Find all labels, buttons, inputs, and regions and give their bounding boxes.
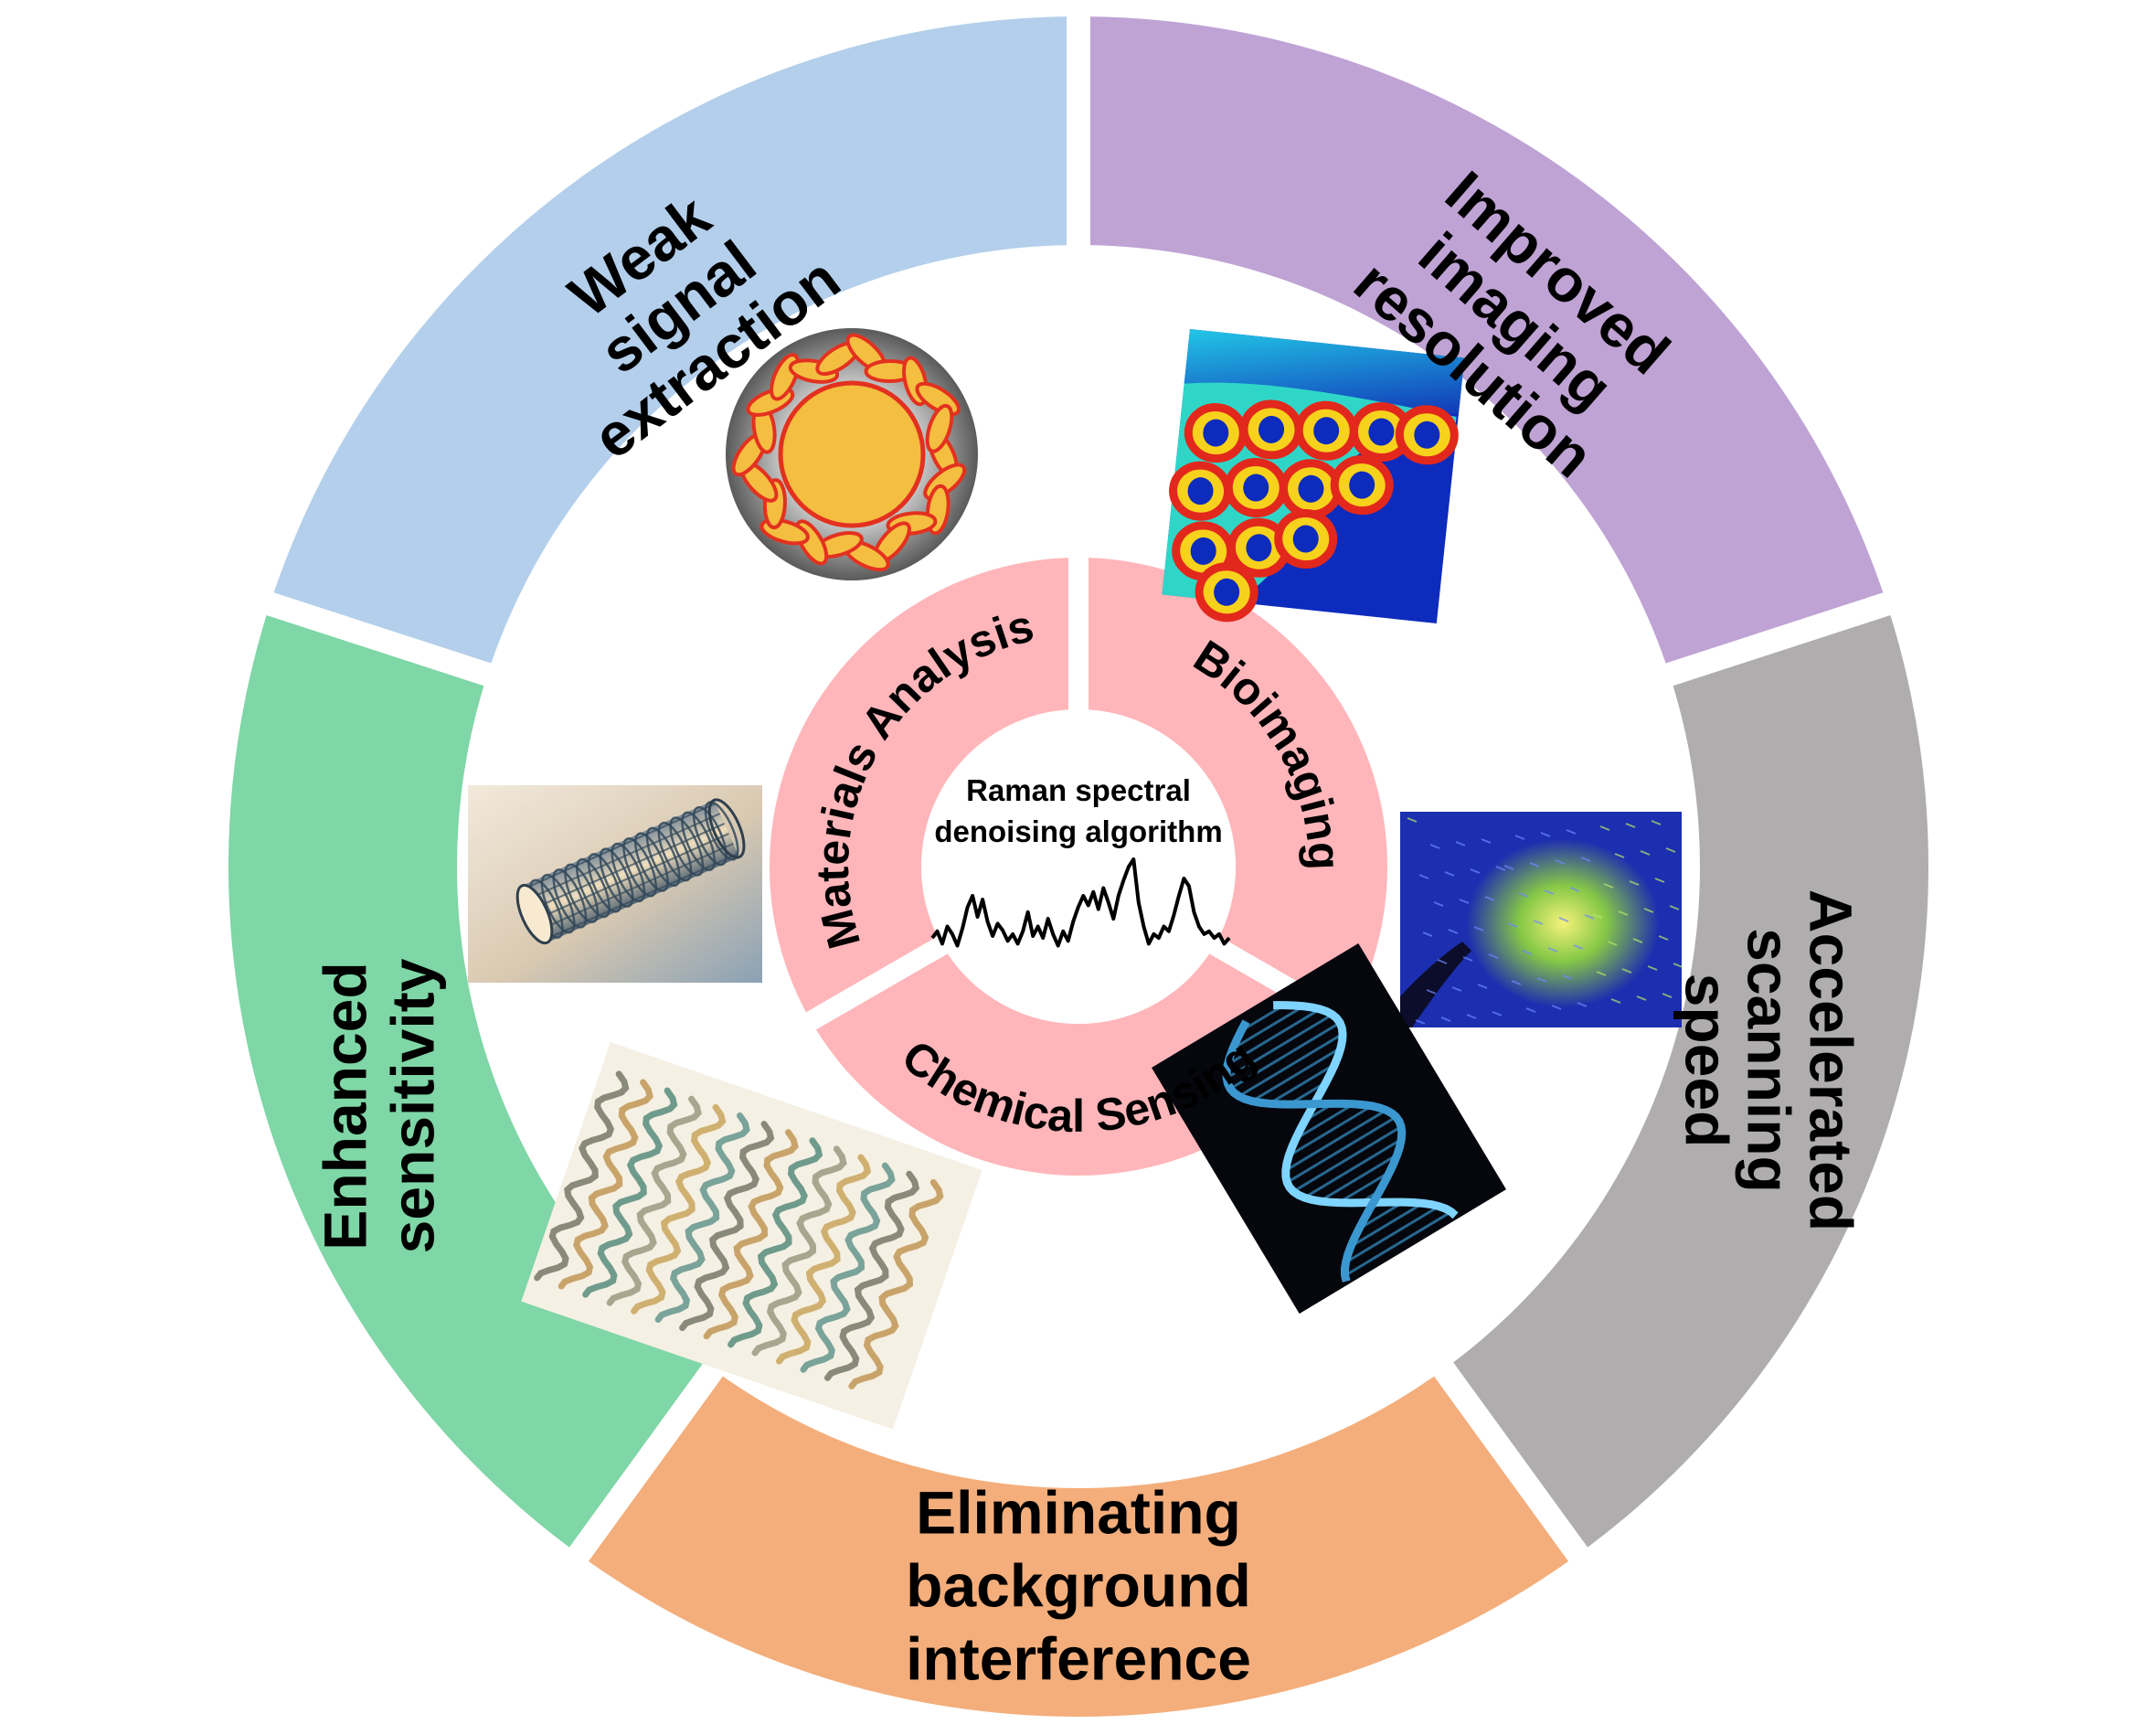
images <box>468 328 1683 1430</box>
spectrum-trace <box>930 857 1231 948</box>
core: Raman spectral denoising algorithm <box>921 709 1236 1024</box>
spectrum-line <box>930 857 1231 948</box>
segment-eliminating-background-interference <box>588 1376 1569 1717</box>
outer-label-line: Enhanced <box>311 962 378 1250</box>
outer-label-line: Accelerated <box>1798 889 1865 1231</box>
center-title-line-2: denoising algorithm <box>934 814 1222 848</box>
outer-label-line: interference <box>906 1624 1251 1692</box>
protein-structure-icon <box>521 1042 982 1430</box>
tissue-fluorescence-icon <box>1400 812 1683 1027</box>
segment-accelerated-scanning-speed <box>1453 615 1928 1548</box>
segment-weak-signal-extraction <box>273 16 1067 664</box>
nanoparticle-icon <box>726 328 978 580</box>
center-title-line-1: Raman spectral <box>966 773 1191 807</box>
outer-label-line: scanning <box>1736 928 1803 1193</box>
outer-label-line: Eliminating <box>916 1478 1241 1546</box>
cell-raman-map-icon <box>1162 329 1465 623</box>
dna-helix-icon <box>1152 943 1507 1315</box>
outer-label-line: background <box>906 1551 1251 1619</box>
segment-improved-imaging-resolution <box>1089 16 1884 664</box>
segment-bioimaging <box>1088 558 1388 1013</box>
carbon-nanotube-icon <box>468 785 762 983</box>
segment-materials-analysis <box>770 558 1069 1013</box>
outer-label-line: sensitivity <box>378 958 446 1253</box>
outer-label-line: speed <box>1673 974 1741 1148</box>
core-circle <box>921 709 1236 1024</box>
